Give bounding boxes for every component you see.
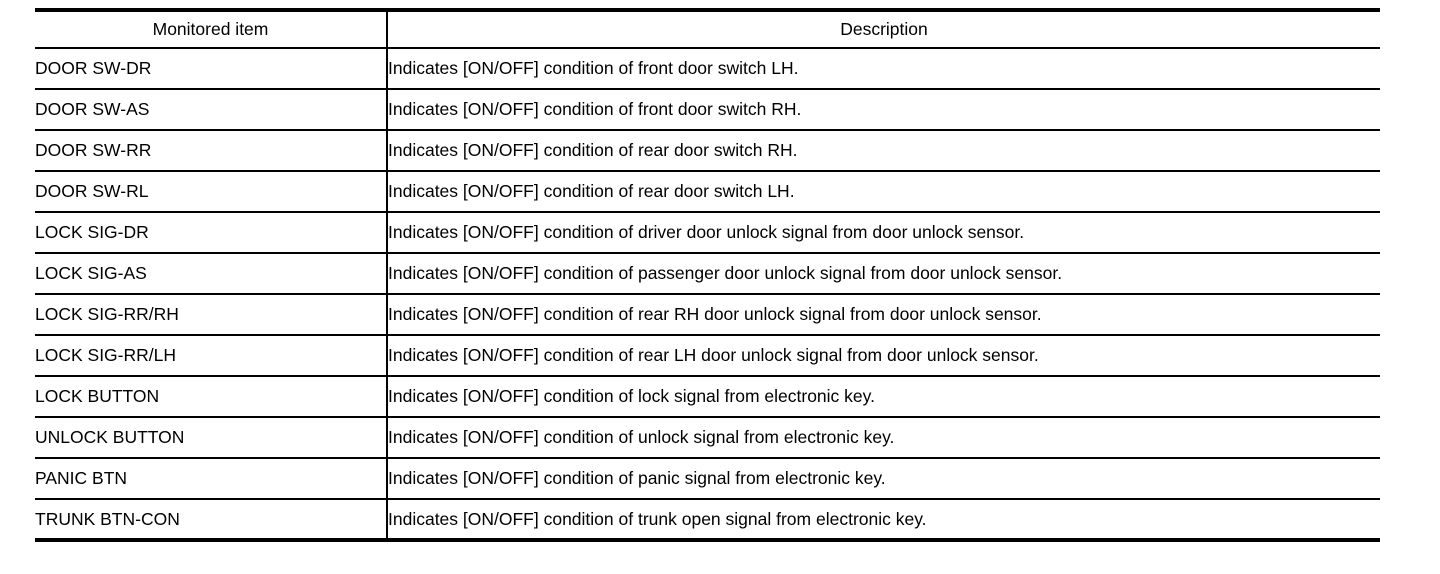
description-cell: Indicates [ON/OFF] condition of trunk op…	[387, 499, 1380, 541]
monitored-item-cell: DOOR SW-RL	[35, 171, 388, 213]
monitored-item-cell: DOOR SW-DR	[35, 48, 388, 90]
description-cell: Indicates [ON/OFF] condition of rear doo…	[387, 171, 1380, 213]
description-cell: Indicates [ON/OFF] condition of panic si…	[387, 458, 1380, 500]
table-row: UNLOCK BUTTON Indicates [ON/OFF] conditi…	[35, 417, 1380, 459]
table-row: DOOR SW-AS Indicates [ON/OFF] condition …	[35, 89, 1380, 131]
table-row: LOCK SIG-RR/RH Indicates [ON/OFF] condit…	[35, 294, 1380, 336]
table-row: LOCK SIG-AS Indicates [ON/OFF] condition…	[35, 253, 1380, 295]
monitored-item-cell: LOCK BUTTON	[35, 376, 388, 418]
table-row: LOCK SIG-DR Indicates [ON/OFF] condition…	[35, 212, 1380, 254]
description-cell: Indicates [ON/OFF] condition of rear doo…	[387, 130, 1380, 172]
monitored-item-cell: DOOR SW-AS	[35, 89, 388, 131]
description-cell: Indicates [ON/OFF] condition of front do…	[387, 48, 1380, 90]
monitored-item-cell: DOOR SW-RR	[35, 130, 388, 172]
monitored-item-cell: LOCK SIG-DR	[35, 212, 388, 254]
column-header-monitored-item: Monitored item	[35, 10, 388, 49]
description-cell: Indicates [ON/OFF] condition of rear LH …	[387, 335, 1380, 377]
table-row: LOCK BUTTON Indicates [ON/OFF] condition…	[35, 376, 1380, 418]
description-cell: Indicates [ON/OFF] condition of driver d…	[387, 212, 1380, 254]
monitored-item-cell: UNLOCK BUTTON	[35, 417, 388, 459]
monitored-item-cell: LOCK SIG-RR/LH	[35, 335, 388, 377]
table-header: Monitored item Description	[35, 10, 1380, 49]
description-cell: Indicates [ON/OFF] condition of front do…	[387, 89, 1380, 131]
table-row: DOOR SW-RR Indicates [ON/OFF] condition …	[35, 130, 1380, 172]
column-header-description: Description	[387, 10, 1380, 49]
header-row: Monitored item Description	[35, 10, 1380, 49]
table-row: LOCK SIG-RR/LH Indicates [ON/OFF] condit…	[35, 335, 1380, 377]
monitored-item-cell: LOCK SIG-RR/RH	[35, 294, 388, 336]
description-cell: Indicates [ON/OFF] condition of passenge…	[387, 253, 1380, 295]
table-row: DOOR SW-RL Indicates [ON/OFF] condition …	[35, 171, 1380, 213]
monitored-item-cell: LOCK SIG-AS	[35, 253, 388, 295]
monitored-items-table: Monitored item Description DOOR SW-DR In…	[35, 8, 1380, 542]
table-row: PANIC BTN Indicates [ON/OFF] condition o…	[35, 458, 1380, 500]
description-cell: Indicates [ON/OFF] condition of unlock s…	[387, 417, 1380, 459]
table-body: DOOR SW-DR Indicates [ON/OFF] condition …	[35, 48, 1380, 541]
description-cell: Indicates [ON/OFF] condition of lock sig…	[387, 376, 1380, 418]
description-cell: Indicates [ON/OFF] condition of rear RH …	[387, 294, 1380, 336]
table-row: DOOR SW-DR Indicates [ON/OFF] condition …	[35, 48, 1380, 90]
monitored-item-cell: PANIC BTN	[35, 458, 388, 500]
monitored-item-cell: TRUNK BTN-CON	[35, 499, 388, 541]
table-row: TRUNK BTN-CON Indicates [ON/OFF] conditi…	[35, 499, 1380, 541]
